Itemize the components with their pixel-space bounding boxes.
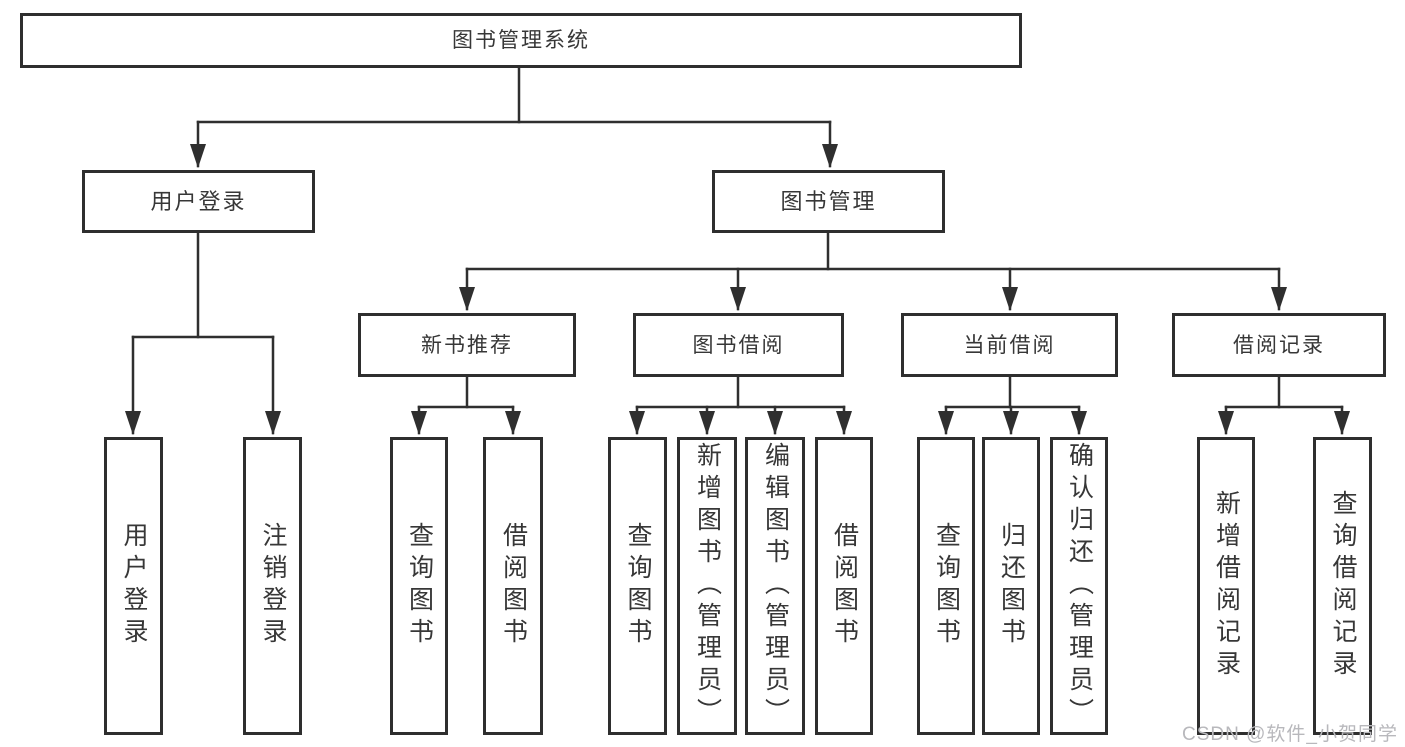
leaf-recommend-query-books: 查询图书 — [390, 437, 448, 735]
node-label: 查询图书 — [405, 522, 434, 650]
node-label: 注销登录 — [259, 522, 287, 650]
node-current-borrow: 当前借阅 — [901, 313, 1118, 377]
node-label: 编辑图书（管理员） — [761, 442, 790, 730]
node-root-library-system: 图书管理系统 — [20, 13, 1022, 68]
node-label: 归还图书 — [997, 522, 1026, 650]
node-user-login: 用户登录 — [82, 170, 315, 233]
node-new-book-recommend: 新书推荐 — [358, 313, 576, 377]
leaf-logout: 注销登录 — [243, 437, 302, 735]
connector-current-to-leaves — [938, 375, 1087, 435]
node-label: 借阅图书 — [499, 522, 528, 650]
leaf-user-login: 用户登录 — [104, 437, 163, 735]
leaf-current-confirm-return-admin: 确认归还（管理员） — [1050, 437, 1108, 735]
node-label: 新增借阅记录 — [1212, 490, 1241, 682]
connector-records-to-leaves — [1218, 375, 1350, 435]
node-label: 借阅记录 — [1233, 333, 1325, 357]
connector-root-to-level2 — [190, 66, 838, 168]
node-book-management: 图书管理 — [712, 170, 945, 233]
csdn-watermark: CSDN @软件_小贺同学 — [1182, 724, 1398, 745]
leaf-records-add-record: 新增借阅记录 — [1197, 437, 1255, 735]
node-label: 图书管理 — [780, 188, 877, 214]
connector-user-login-to-leaves — [125, 231, 281, 435]
leaf-borrow-add-books-admin: 新增图书（管理员） — [677, 437, 737, 735]
node-label: 当前借阅 — [963, 333, 1056, 357]
node-label: 图书管理系统 — [452, 29, 590, 52]
leaf-records-query-record: 查询借阅记录 — [1313, 437, 1372, 735]
leaf-borrow-borrow-books: 借阅图书 — [815, 437, 873, 735]
node-label: 新书推荐 — [421, 333, 513, 357]
node-book-borrow: 图书借阅 — [633, 313, 844, 377]
node-label: 查询借阅记录 — [1329, 490, 1357, 682]
connector-newbook-to-leaves — [411, 375, 521, 435]
connector-book-mgmt-to-level3 — [459, 231, 1287, 311]
node-label: 图书借阅 — [692, 333, 785, 357]
leaf-current-query-books: 查询图书 — [917, 437, 975, 735]
node-label: 查询图书 — [624, 522, 652, 650]
leaf-borrow-query-books: 查询图书 — [608, 437, 667, 735]
node-label: 确认归还（管理员） — [1065, 442, 1094, 730]
node-label: 用户登录 — [120, 522, 148, 650]
leaf-current-return-books: 归还图书 — [982, 437, 1040, 735]
connector-borrow-to-leaves — [629, 375, 852, 435]
node-label: 用户登录 — [150, 188, 247, 214]
node-label: 借阅图书 — [830, 522, 859, 650]
node-label: 查询图书 — [932, 522, 961, 650]
leaf-borrow-edit-books-admin: 编辑图书（管理员） — [745, 437, 805, 735]
leaf-recommend-borrow-books: 借阅图书 — [483, 437, 543, 735]
node-borrow-records: 借阅记录 — [1172, 313, 1386, 377]
node-label: 新增图书（管理员） — [693, 442, 722, 730]
